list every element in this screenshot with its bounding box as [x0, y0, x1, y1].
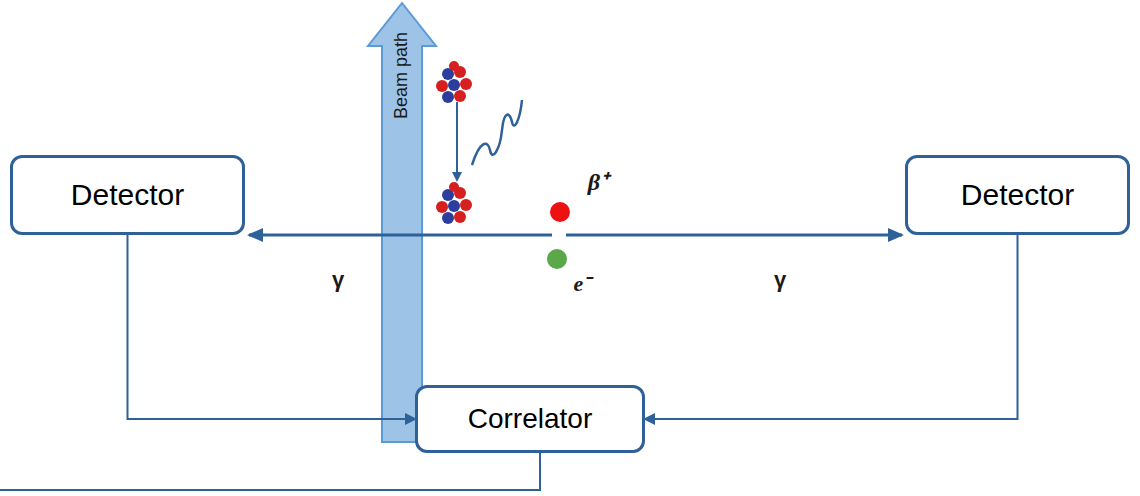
signal-connector — [128, 235, 416, 419]
box-label: Detector — [961, 178, 1074, 212]
process-box: Correlator — [415, 385, 645, 453]
box-label: Correlator — [468, 403, 592, 435]
symbol-label: e⁻ — [574, 267, 591, 297]
positron — [550, 202, 570, 222]
electron — [547, 249, 567, 269]
nucleus — [436, 61, 472, 103]
symbol-label: β⁺ — [588, 164, 608, 197]
decay-arrow — [456, 102, 458, 180]
beam-arrow — [368, 3, 436, 442]
process-box: Detector — [10, 155, 245, 235]
output-wire — [0, 452, 540, 490]
process-box: Detector — [905, 155, 1130, 235]
beam-label: Beam path — [392, 31, 413, 118]
nucleus — [436, 182, 472, 224]
symbol-label: γ — [332, 267, 344, 293]
signal-connector — [645, 235, 1018, 419]
box-label: Detector — [71, 178, 184, 212]
emission-wave — [472, 100, 522, 165]
gamma-ray — [566, 234, 902, 237]
symbol-label: γ — [774, 267, 786, 293]
gamma-ray — [249, 234, 552, 237]
